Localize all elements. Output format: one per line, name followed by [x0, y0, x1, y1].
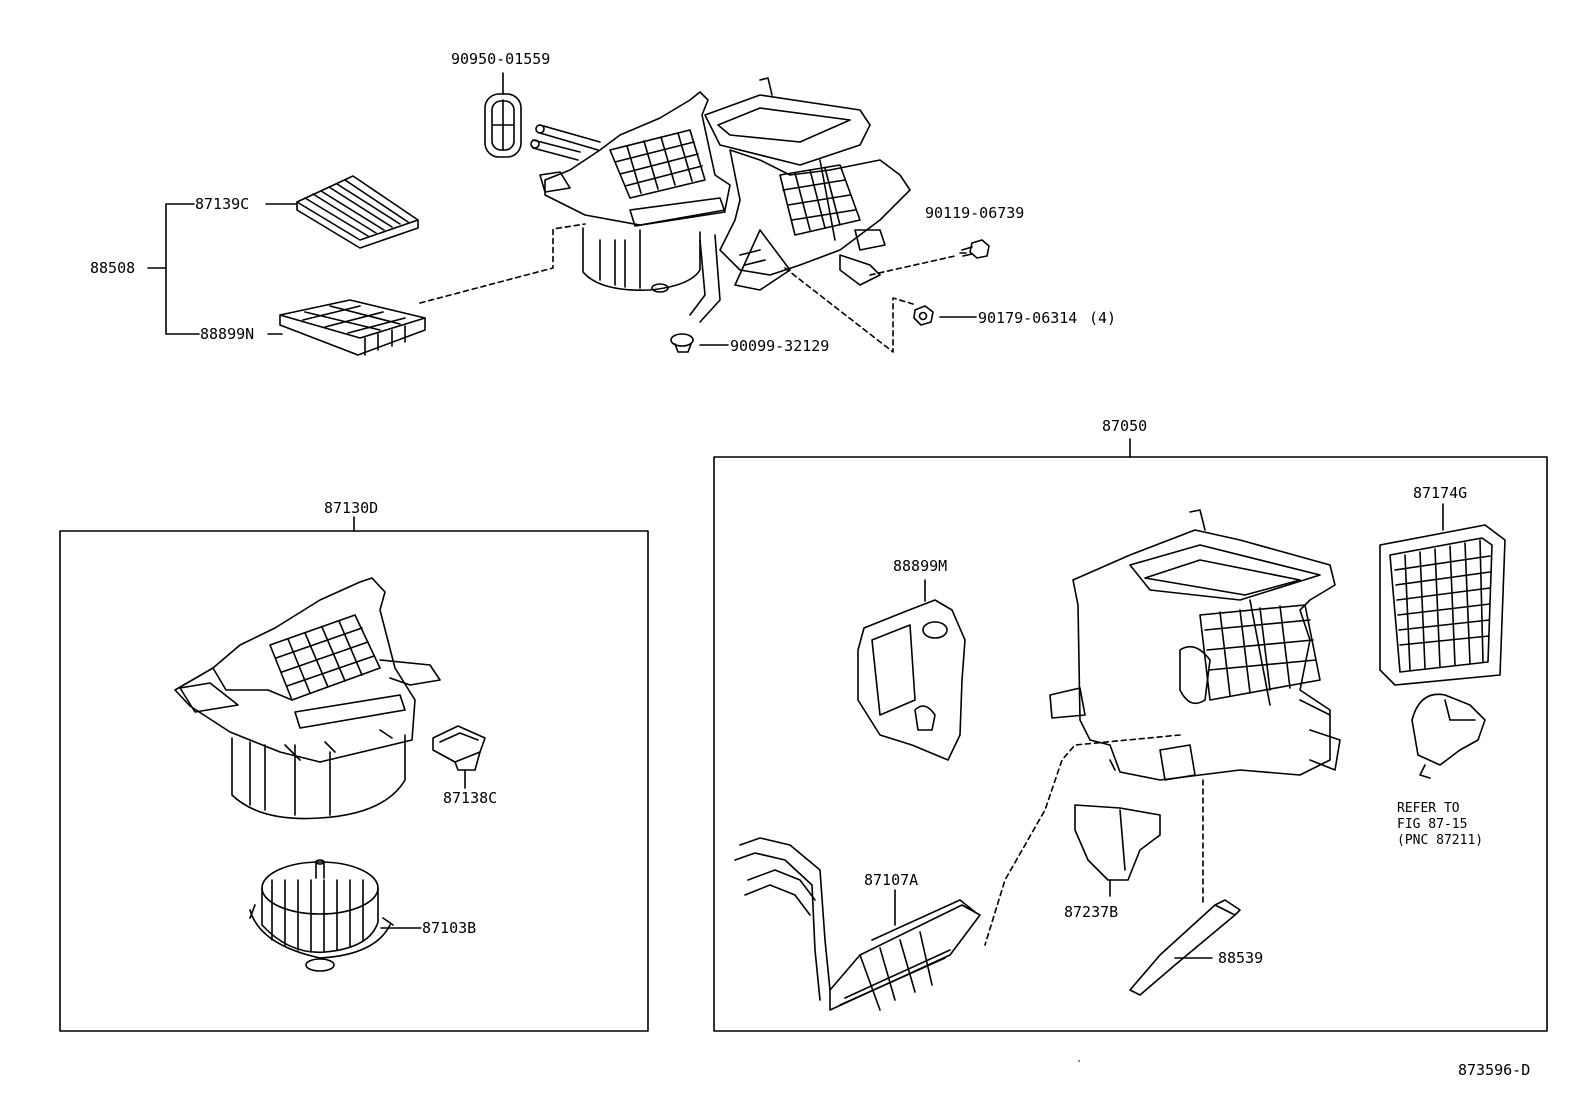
resistor-87138C — [432, 725, 486, 789]
top-leader-lines — [147, 203, 1080, 1062]
box-87130D — [59, 530, 649, 1032]
refer-note-line-1: REFER TO — [1397, 801, 1460, 816]
label-87107A: 87107A — [864, 871, 919, 889]
hose-88539 — [1129, 899, 1241, 996]
refer-part-illustration — [1411, 693, 1486, 779]
refer-note-line-2: FIG 87-15 — [1397, 817, 1468, 832]
label-90179-06314: 90179-06314 — [978, 309, 1078, 327]
blower-case-illustration — [174, 577, 441, 820]
label-90119-06739: 90119-06739 — [925, 204, 1025, 222]
heater-core-87107A — [734, 837, 981, 1011]
label-88508: 88508 — [90, 259, 136, 277]
evaporator-87174G — [1379, 503, 1506, 686]
clip-90099-32129 — [670, 333, 694, 353]
label-88899M: 88899M — [893, 557, 948, 575]
label-90950-01559: 90950-01559 — [451, 50, 551, 68]
heater-housing-illustration — [1049, 509, 1341, 781]
filter-88899N — [279, 299, 426, 356]
refer-note-line-3: (PNC 87211) — [1397, 833, 1484, 848]
label-87139C: 87139C — [195, 195, 250, 213]
case-88899M — [857, 579, 966, 761]
bracket-87237B — [1074, 804, 1161, 897]
label-87174G: 87174G — [1413, 484, 1468, 502]
label-87130D: 87130D — [324, 499, 379, 517]
blower-motor-87103B — [249, 859, 422, 972]
nut-90179-06314 — [913, 305, 934, 326]
box-87050 — [713, 456, 1548, 1032]
label-88899N: 88899N — [200, 325, 255, 343]
label-87050: 87050 — [1102, 417, 1148, 435]
label-90179-quantity: (4) — [1089, 309, 1117, 327]
heater-unit-assembly-illustration — [530, 77, 911, 323]
grommet-90950-01559 — [484, 72, 522, 158]
figure-id: 873596-D — [1458, 1061, 1531, 1079]
label-90099-32129: 90099-32129 — [730, 337, 830, 355]
filter-87139C — [296, 175, 419, 249]
label-87237B: 87237B — [1064, 903, 1119, 921]
label-87138C: 87138C — [443, 789, 498, 807]
bolt-90119-06739 — [959, 239, 990, 259]
label-87103B: 87103B — [422, 919, 477, 937]
label-88539: 88539 — [1218, 949, 1264, 967]
box-dashed-leaders — [984, 734, 1204, 946]
